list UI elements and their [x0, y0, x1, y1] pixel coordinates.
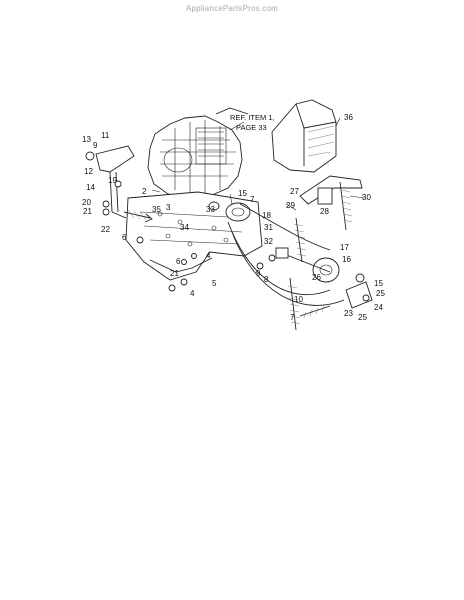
callout-label: 10	[294, 295, 303, 304]
callout-label: 19	[108, 176, 117, 185]
springs-drawing	[287, 217, 331, 331]
callout-label: 27	[290, 187, 299, 196]
callout-label: 9	[256, 269, 261, 278]
callout-label: 9	[93, 141, 98, 150]
callout-label: 26	[312, 273, 321, 282]
callout-label: 4	[190, 289, 195, 298]
idler-pulley-drawing	[275, 247, 340, 283]
engine-pulley-drawing	[208, 201, 251, 222]
callout-label: 15	[238, 189, 247, 198]
callout-label: 33	[206, 205, 215, 214]
callout-label: 21	[170, 269, 179, 278]
belt-cover-drawing	[271, 99, 337, 173]
callout-label: 2	[142, 187, 147, 196]
callout-label: 3	[166, 203, 171, 212]
direction-arrow-drawing	[123, 209, 153, 223]
callout-label: 34	[180, 223, 189, 232]
callout-label: 5	[212, 279, 217, 288]
reference-note-line1: REF. ITEM 1,	[230, 113, 275, 122]
engine-drawing	[147, 107, 249, 199]
callout-label: 28	[320, 207, 329, 216]
callout-label: 14	[86, 183, 95, 192]
callout-label: 6	[176, 257, 181, 266]
callout-label: 18	[262, 211, 271, 220]
callout-label: 15	[374, 279, 383, 288]
callout-label: 31	[264, 223, 273, 232]
callout-labels: 36 13 11 9 12 14 19 20 21 22 6 2 3 15 7 …	[82, 113, 385, 322]
callout-label: 4	[206, 251, 211, 260]
callout-label: 30	[362, 193, 371, 202]
callout-label: 11	[101, 131, 110, 140]
callout-label: 16	[342, 255, 351, 264]
drive-belt-drawing	[227, 203, 345, 306]
shift-lever-drawing	[85, 145, 135, 219]
callout-label: 13	[82, 135, 91, 144]
callout-label: 25	[376, 289, 385, 298]
callout-label: 32	[264, 237, 273, 246]
callout-label: 6	[122, 233, 127, 242]
callout-label: 7	[250, 195, 255, 204]
watermark: AppliancePartsPros.com	[186, 4, 278, 13]
right-hardware-drawing	[345, 273, 373, 309]
callout-label: 12	[84, 167, 93, 176]
leader-lines	[151, 117, 365, 211]
callout-label: 24	[374, 303, 383, 312]
callout-label: 29	[286, 201, 295, 210]
callout-label: 22	[101, 225, 110, 234]
idler-arm-drawing	[299, 175, 363, 231]
callout-label: 7	[290, 313, 295, 322]
fasteners-drawing	[102, 180, 276, 292]
callout-label: 25	[358, 313, 367, 322]
callout-label: 23	[344, 309, 353, 318]
callout-label: 8	[264, 275, 269, 284]
callout-label: 17	[340, 243, 349, 252]
callout-label: 36	[344, 113, 353, 122]
callout-label: 21	[83, 207, 92, 216]
callout-label: 35	[152, 205, 161, 214]
callout-label: 20	[82, 198, 91, 207]
reference-note-line2: PAGE 33	[236, 123, 267, 132]
